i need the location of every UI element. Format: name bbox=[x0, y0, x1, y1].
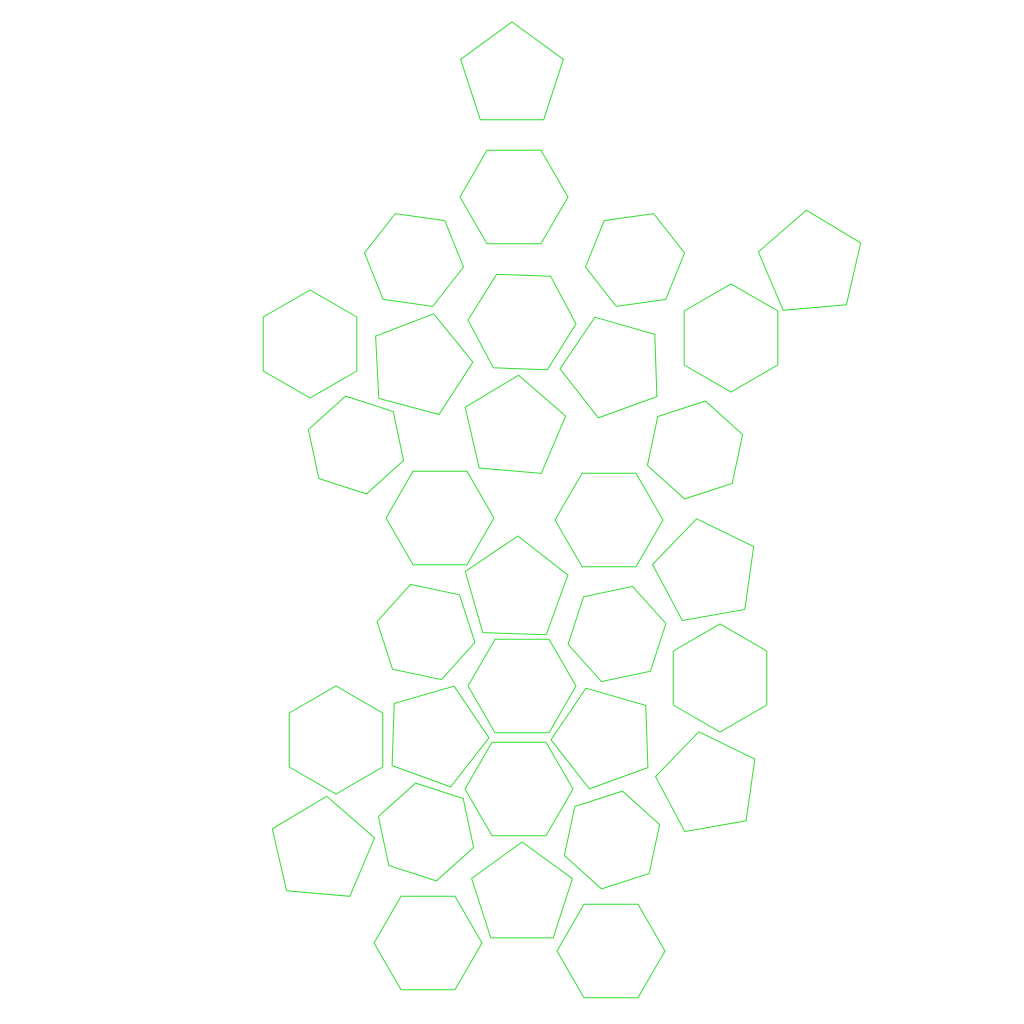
hexagon-outline-18 bbox=[376, 583, 476, 681]
hexagon-outline-29 bbox=[563, 790, 661, 890]
hexagon-outline-10 bbox=[683, 283, 779, 393]
hexagon-outline-6 bbox=[262, 289, 358, 399]
pentagon-outline-30 bbox=[471, 841, 573, 939]
pentagon-outline-24 bbox=[550, 687, 649, 790]
hexagon-outline-15 bbox=[554, 472, 664, 568]
hexagon-outline-14 bbox=[385, 470, 495, 566]
pentagon-outline-26 bbox=[654, 731, 756, 833]
pentagon-outline-23 bbox=[391, 685, 490, 788]
hexagon-outline-31 bbox=[373, 895, 483, 991]
hexagon-outline-22 bbox=[288, 685, 384, 795]
pentagon-outline-9 bbox=[559, 316, 658, 419]
pentagon-outline-11 bbox=[464, 374, 567, 474]
pentagon-outline-16 bbox=[651, 518, 755, 622]
hexagon-outline-28 bbox=[377, 782, 475, 882]
pentagon-outline-5 bbox=[757, 209, 862, 311]
hexagon-outline-32 bbox=[556, 903, 666, 999]
hexagon-outline-2 bbox=[459, 149, 569, 245]
hexagon-outline-25 bbox=[464, 741, 574, 837]
hexagon-outline-8 bbox=[467, 273, 577, 371]
hexagon-outline-21 bbox=[467, 638, 577, 734]
hexagon-outline-19 bbox=[567, 585, 667, 683]
hexagon-outline-12 bbox=[307, 395, 405, 495]
pentagon-outline-7 bbox=[375, 313, 474, 416]
hexagon-outline-3 bbox=[363, 213, 465, 307]
hexagon-outline-20 bbox=[672, 623, 768, 733]
pentagon-outline-27 bbox=[271, 795, 376, 897]
hexagon-outline-4 bbox=[584, 213, 686, 307]
polygon-group bbox=[262, 21, 862, 999]
pentagon-outline-17 bbox=[464, 535, 569, 636]
pentagon-outline-1 bbox=[460, 21, 564, 121]
hexagon-outline-13 bbox=[646, 400, 744, 500]
